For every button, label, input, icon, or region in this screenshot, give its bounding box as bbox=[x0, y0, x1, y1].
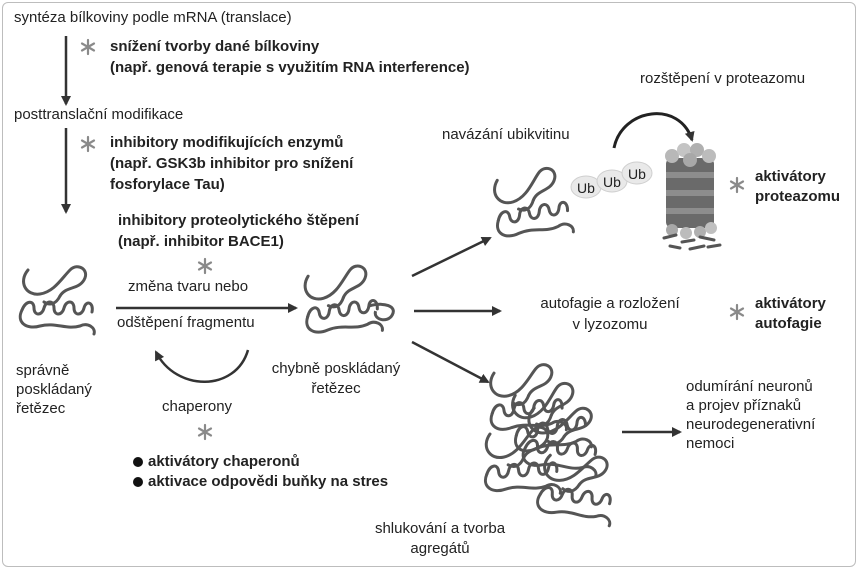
state-correct-1: správně bbox=[16, 362, 70, 379]
intervention-modifying-enzymes-example: (např. GSK3b inhibitor pro snížení bbox=[110, 155, 354, 172]
process-aggregation-1: shlukování a tvorba bbox=[374, 520, 506, 537]
asterisk-icon bbox=[729, 176, 745, 194]
asterisk-icon bbox=[197, 423, 213, 441]
arrow-to-aggregation bbox=[411, 340, 490, 384]
process-proteasome-cleavage: rozštěpení v proteazomu bbox=[640, 70, 806, 87]
outcome-neurodegeneration-1: odumírání neuronů bbox=[686, 378, 813, 395]
intervention-modifying-enzymes: inhibitory modifikujících enzymů bbox=[110, 134, 344, 151]
step-translation: syntéza bílkoviny podle mRNA (translace) bbox=[14, 9, 292, 26]
proteasome-drawing bbox=[665, 143, 717, 239]
state-misfolded-2: řetězec bbox=[311, 380, 361, 397]
intervention-autophagy-activators-1: aktivátory bbox=[755, 295, 826, 312]
arrow-chaperone-refold bbox=[154, 349, 250, 383]
peptide-fragments-drawing bbox=[662, 233, 722, 251]
process-shape-change: změna tvaru nebo bbox=[128, 278, 249, 295]
ub-label-2: Ub bbox=[603, 174, 621, 190]
outcome-neurodegeneration-3: neurodegenerativní bbox=[686, 416, 816, 433]
intervention-proteasome-activators-1: aktivátory bbox=[755, 168, 826, 185]
outcome-neurodegeneration-4: nemoci bbox=[686, 435, 735, 452]
state-correct-2: poskládaný bbox=[16, 381, 92, 398]
intervention-reduce-production-example: (např. genová terapie s využitím RNA int… bbox=[110, 59, 470, 76]
asterisk-icon bbox=[80, 38, 96, 56]
bullet-dot-icon bbox=[133, 477, 143, 487]
intervention-stress-response: aktivace odpovědi buňky na stres bbox=[148, 473, 389, 490]
process-autophagy-1: autofagie a rozložení bbox=[540, 295, 680, 312]
process-ubiquitination: navázání ubikvitinu bbox=[442, 126, 570, 143]
process-fragment-cleavage: odštěpení fragmentu bbox=[117, 314, 255, 331]
ub-label-3: Ub bbox=[628, 166, 646, 182]
arrow-to-ubiquitination bbox=[411, 236, 492, 278]
state-correct-3: řetězec bbox=[16, 400, 66, 417]
ubiquitinated-protein-drawing bbox=[487, 164, 576, 247]
process-autophagy-2: v lyzozomu bbox=[572, 316, 648, 333]
bullet-dot-icon bbox=[133, 457, 143, 467]
ub-tag-3 bbox=[621, 161, 653, 185]
intervention-chaperone-activators: aktivátory chaperonů bbox=[148, 453, 300, 470]
misfolded-protein-drawing bbox=[298, 262, 395, 343]
arrow-to-proteasome bbox=[612, 112, 695, 149]
intervention-proteasome-activators-2: proteazomu bbox=[755, 188, 841, 205]
process-aggregation-2: agregátů bbox=[410, 540, 470, 557]
process-chaperones: chaperony bbox=[162, 398, 233, 415]
asterisk-icon bbox=[729, 303, 745, 321]
asterisk-icon bbox=[197, 257, 213, 275]
state-misfolded-1: chybně poskládaný bbox=[271, 360, 401, 377]
intervention-reduce-production: snížení tvorby dané bílkoviny bbox=[110, 38, 320, 55]
intervention-proteolytic-example: (např. inhibitor BACE1) bbox=[118, 233, 284, 250]
correct-protein-drawing bbox=[18, 265, 96, 336]
step-ptm: posttranslační modifikace bbox=[14, 106, 184, 123]
aggregate-drawing bbox=[480, 361, 619, 528]
ub-label-1: Ub bbox=[577, 180, 595, 196]
outcome-neurodegeneration-2: a projev příznaků bbox=[686, 397, 802, 414]
asterisk-icon bbox=[80, 135, 96, 153]
intervention-proteolytic: inhibitory proteolytického štěpení bbox=[118, 212, 359, 229]
intervention-autophagy-activators-2: autofagie bbox=[755, 315, 822, 332]
intervention-modifying-enzymes-example-2: fosforylace Tau) bbox=[110, 176, 225, 193]
